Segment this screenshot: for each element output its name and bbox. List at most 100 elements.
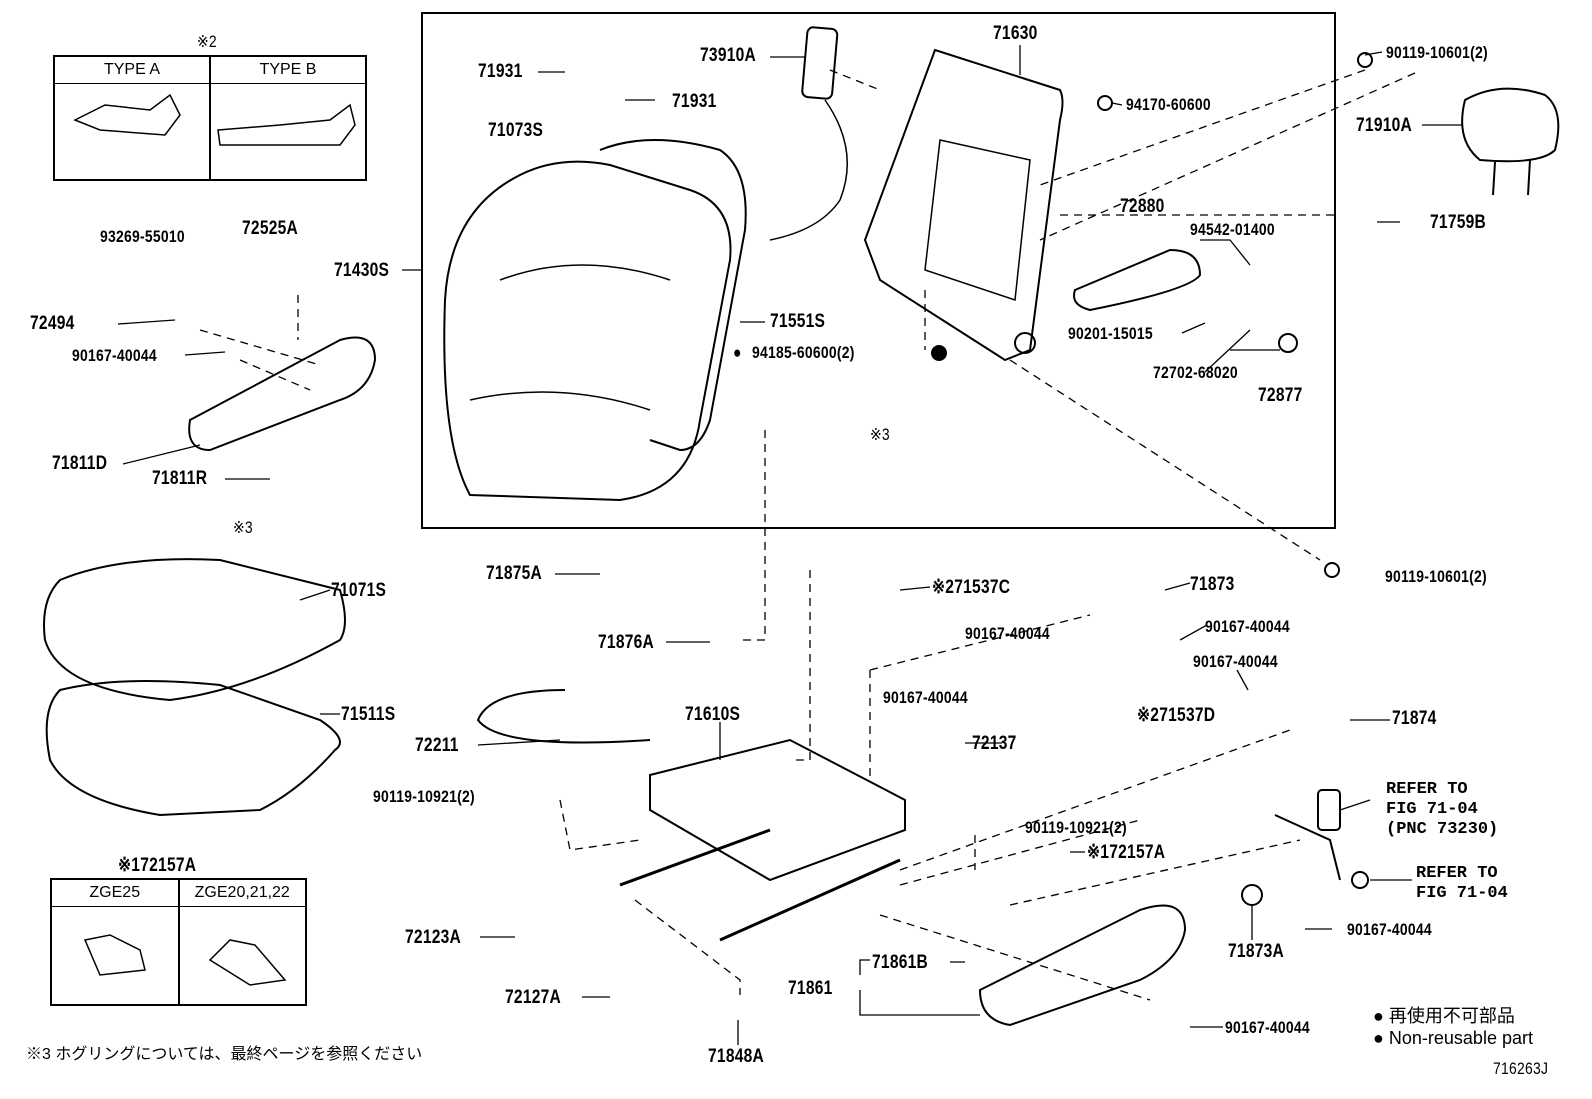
type-b-part-sketch	[217, 103, 356, 146]
part-label: 71610S	[685, 704, 741, 725]
part-label: 71876A	[598, 632, 655, 653]
part-label: 71630	[993, 23, 1038, 44]
part-label: 90167-40044	[1347, 920, 1432, 939]
bullet-icon: ●	[1373, 1028, 1384, 1048]
part-label: 71931	[478, 61, 523, 82]
hog-ring-footnote: ※3 ホグリングについては、最終ページを参照ください	[26, 1046, 423, 1063]
part-label: 73910A	[700, 45, 757, 66]
legend-jp-text: 再使用不可部品	[1388, 1006, 1515, 1026]
figure-id: 716263J	[1493, 1059, 1549, 1078]
part-label: 71073S	[488, 120, 544, 141]
seat-belt-buckle	[1317, 789, 1341, 831]
seatback-pad-71551s	[599, 139, 747, 452]
clip-icon	[1097, 95, 1113, 111]
part-label: 90119-10921(2)	[1025, 818, 1127, 837]
cap-71873a	[1241, 884, 1263, 906]
part-label: 71511S	[341, 704, 396, 725]
part-label: 71873	[1190, 574, 1235, 595]
wire-72211	[476, 689, 651, 744]
part-label: ※271537C	[932, 577, 1011, 598]
part-label: 72137	[972, 733, 1017, 754]
part-label: 94542-01400	[1190, 220, 1275, 239]
part-label: 93269-55010	[100, 227, 185, 246]
variant-table: ZGE25 ZGE20,21,22	[50, 878, 307, 1006]
part-label: 71551S	[770, 311, 826, 332]
part-label: 71875A	[486, 563, 543, 584]
seatback-group-box	[421, 12, 1336, 529]
part-label: 90167-40044	[1225, 1018, 1310, 1037]
nut-icon	[1351, 871, 1369, 889]
cushion-cover-71071s	[43, 558, 346, 702]
buckle-strap	[1274, 814, 1341, 881]
part-label: 71811D	[52, 453, 108, 474]
part-label: 71861B	[872, 952, 929, 973]
shield-71861	[978, 904, 1187, 1027]
type-table-title: ※2	[197, 32, 217, 51]
part-label: 71910A	[1356, 115, 1413, 136]
part-label: 72494	[30, 313, 75, 334]
part-label: ※271537D	[1137, 705, 1216, 726]
airbag-wire	[769, 99, 849, 241]
type-a-header: TYPE A	[55, 57, 209, 84]
cap-72877	[1278, 333, 1298, 353]
part-label: 71848A	[708, 1046, 765, 1067]
part-label: 72877	[1258, 385, 1303, 406]
headrest-stays	[1492, 159, 1531, 196]
part-label: 71874	[1392, 708, 1437, 729]
cushion-pad-71511s	[45, 680, 341, 817]
part-label: 71931	[672, 91, 717, 112]
type-a-part-sketch	[73, 93, 181, 136]
variant-table-title: ※172157A	[118, 855, 197, 876]
part-label: 71861	[788, 978, 833, 999]
legend-jp: ● 再使用不可部品	[1373, 1002, 1515, 1028]
non-reusable-bullet: ●	[733, 343, 742, 362]
bolt-icon	[1324, 562, 1340, 578]
part-label: 90167-40044	[883, 688, 968, 707]
part-label: 90119-10601(2)	[1385, 567, 1487, 586]
refer-buckle-note: REFER TO FIG 71-04 (PNC 73230)	[1386, 780, 1499, 839]
legend-en-text: Non-reusable part	[1388, 1028, 1533, 1048]
side-airbag-73910a	[801, 26, 839, 100]
seatback-cover-seams	[469, 264, 671, 411]
part-label: 72525A	[242, 218, 299, 239]
part-label: 94170-60600	[1126, 95, 1211, 114]
part-label: 71811R	[152, 468, 208, 489]
shield-71811	[188, 336, 377, 452]
part-label: 72702-68020	[1153, 363, 1238, 382]
part-label: 90201-15015	[1068, 324, 1153, 343]
zge25-part-sketch	[83, 934, 146, 976]
part-label: 71430S	[334, 260, 390, 281]
part-label: 90167-40044	[72, 346, 157, 365]
part-label: 72880	[1120, 196, 1165, 217]
part-label: 94185-60600(2)	[752, 343, 855, 362]
part-label: 90167-40044	[965, 624, 1050, 643]
armrest-72880	[1073, 248, 1202, 312]
part-label: 71071S	[331, 580, 387, 601]
hog-ring-ref: ※3	[233, 518, 253, 537]
recliner-knob	[1014, 332, 1036, 354]
seatback-frame-spring	[924, 139, 1031, 302]
part-label: 90167-40044	[1193, 652, 1278, 671]
refer-nut-note: REFER TO FIG 71-04	[1416, 864, 1508, 903]
part-label: 90119-10601(2)	[1386, 43, 1488, 62]
nut-94185	[931, 345, 947, 361]
seat-adjuster-rails	[619, 828, 901, 942]
part-label: 72127A	[505, 987, 562, 1008]
seat-cushion-frame-71610s	[649, 738, 906, 882]
headrest-71910a	[1461, 87, 1560, 163]
type-b-header: TYPE B	[211, 57, 365, 84]
part-label: 90119-10921(2)	[373, 787, 475, 806]
part-label: ※172157A	[1087, 842, 1166, 863]
part-label: 90167-40044	[1205, 617, 1290, 636]
hog-ring-ref: ※3	[870, 425, 890, 444]
part-label: 72123A	[405, 927, 462, 948]
bullet-icon: ●	[1373, 1006, 1384, 1026]
zge25-header: ZGE25	[52, 880, 178, 907]
bolt-icon	[1357, 52, 1373, 68]
zge20-header: ZGE20,21,22	[179, 880, 305, 907]
part-label: 72211	[415, 735, 459, 756]
legend-en: ● Non-reusable part	[1373, 1028, 1533, 1049]
seatback-frame-71630	[863, 48, 1064, 362]
